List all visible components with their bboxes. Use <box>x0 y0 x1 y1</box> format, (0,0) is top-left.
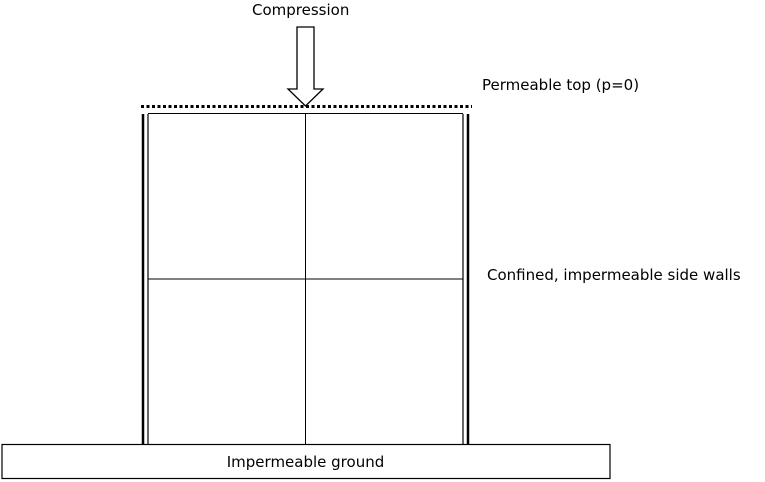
ground-label: Impermeable ground <box>226 453 385 471</box>
mesh-grid <box>148 113 463 445</box>
permeable-top-label: Permeable top (p=0) <box>482 76 640 94</box>
ground-base <box>1 443 611 480</box>
compression-label: Compression <box>252 1 350 19</box>
side-walls-label: Confined, impermeable side walls <box>487 266 741 284</box>
compression-arrow <box>286 26 325 107</box>
